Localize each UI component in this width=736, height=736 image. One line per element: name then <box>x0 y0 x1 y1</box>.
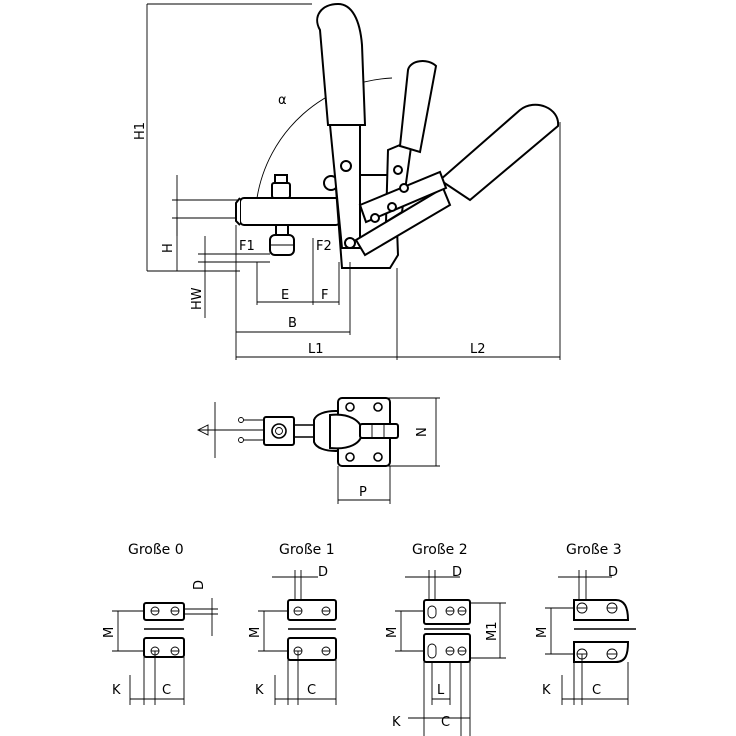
size-0-label-M: M <box>102 627 117 638</box>
size-2-title: Große 2 <box>412 542 468 558</box>
label-HW: HW <box>190 287 205 310</box>
label-P: P <box>359 485 367 500</box>
size-2-label-L: L <box>437 683 445 698</box>
size-2-label-M1: M1 <box>485 622 500 642</box>
size-0-title: Große 0 <box>128 542 184 558</box>
label-B: B <box>288 316 297 331</box>
label-H: H <box>161 243 176 253</box>
size-3-title: Große 3 <box>566 542 622 558</box>
top-view: N P <box>196 397 440 504</box>
size-3-label-D: D <box>608 565 618 580</box>
size-2-label-M: M <box>385 627 400 638</box>
label-F1: F1 <box>239 239 255 254</box>
size-3-detail: Große 3 D M K C <box>535 542 636 705</box>
size-2-label-D: D <box>452 565 462 580</box>
size-1-label-M: M <box>248 627 263 638</box>
label-E: E <box>281 288 289 303</box>
size-2-label-C: C <box>441 715 450 730</box>
size-1-detail: Große 1 D M K C <box>248 542 337 705</box>
label-alpha: α <box>278 93 287 108</box>
label-L1: L1 <box>308 342 324 357</box>
size-1-label-C: C <box>307 683 316 698</box>
size-1-label-D: D <box>318 565 328 580</box>
size-3-label-C: C <box>592 683 601 698</box>
label-F2: F2 <box>316 239 332 254</box>
size-3-label-M: M <box>535 627 550 638</box>
size-0-label-C: C <box>162 683 171 698</box>
label-L2: L2 <box>470 342 486 357</box>
side-view: α H1 H F1 F2 HW E F B L1 L2 <box>133 2 561 360</box>
size-0-detail: Große 0 D M K C <box>102 542 218 705</box>
size-2-detail: Große 2 D M M1 L K C <box>385 542 506 736</box>
size-0-label-K: K <box>112 683 121 698</box>
size-2-label-K: K <box>392 715 401 730</box>
size-1-title: Große 1 <box>279 542 335 558</box>
size-3-label-K: K <box>542 683 551 698</box>
size-0-label-D: D <box>192 580 207 590</box>
size-1-label-K: K <box>255 683 264 698</box>
label-F: F <box>321 288 328 303</box>
label-N: N <box>415 427 430 437</box>
label-H1: H1 <box>133 122 148 140</box>
